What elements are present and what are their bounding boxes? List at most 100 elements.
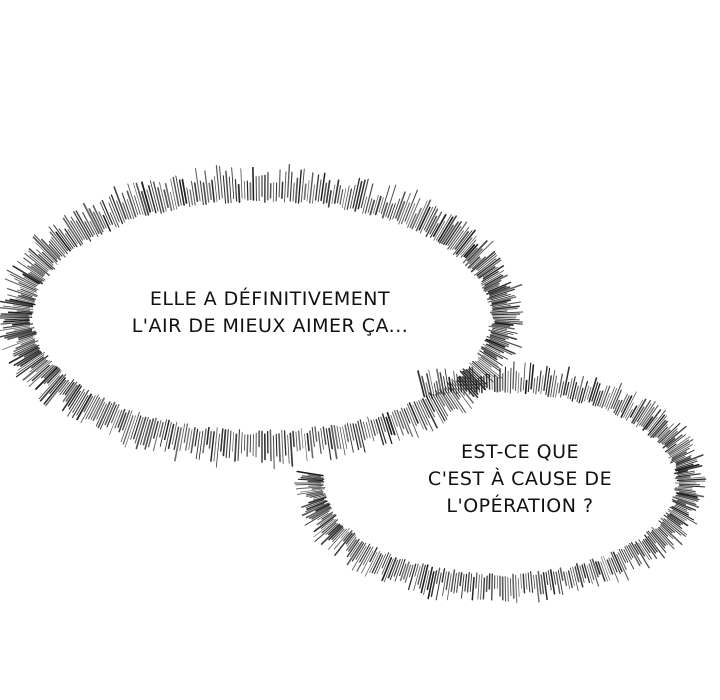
hatch-stroke xyxy=(360,178,369,209)
hatch-stroke xyxy=(507,370,509,393)
hatch-stroke xyxy=(670,456,686,464)
hatch-stroke xyxy=(359,419,366,441)
hatch-stroke xyxy=(306,492,324,498)
hatch-stroke xyxy=(320,518,334,529)
hatch-stroke xyxy=(638,542,650,561)
hatch-stroke xyxy=(477,574,480,600)
hatch-stroke xyxy=(64,228,78,248)
hatch-stroke xyxy=(127,183,139,216)
hatch-stroke xyxy=(305,505,330,519)
hatch-stroke xyxy=(214,175,218,203)
hatch-stroke xyxy=(658,422,681,444)
hatch-stroke xyxy=(32,236,58,263)
hatch-stroke xyxy=(61,383,81,412)
hatch-stroke xyxy=(488,325,508,330)
hatch-stroke xyxy=(400,407,414,438)
hatch-stroke xyxy=(312,495,327,501)
hatch-stroke xyxy=(95,403,107,427)
hatch-stroke xyxy=(3,319,31,323)
hatch-stroke xyxy=(29,359,47,373)
hatch-stroke xyxy=(472,256,486,270)
hatch-stroke xyxy=(352,423,360,451)
hatch-stroke xyxy=(59,381,70,396)
hatch-stroke xyxy=(215,165,221,200)
hatch-stroke xyxy=(570,567,575,586)
hatch-stroke xyxy=(228,430,232,459)
hatch-stroke xyxy=(306,491,324,496)
hatch-stroke xyxy=(33,234,58,260)
hatch-stroke xyxy=(487,292,508,301)
hatch-stroke xyxy=(225,428,229,459)
hatch-stroke xyxy=(669,506,695,521)
hatch-stroke xyxy=(425,215,438,238)
hatch-stroke xyxy=(385,416,393,436)
hatch-stroke xyxy=(460,235,477,256)
hatch-stroke xyxy=(677,465,703,473)
hatch-stroke xyxy=(159,182,167,212)
hatch-stroke xyxy=(560,381,564,398)
hatch-stroke xyxy=(305,499,327,509)
hatch-stroke xyxy=(676,473,701,478)
hatch-stroke xyxy=(522,362,526,391)
hatch-stroke xyxy=(372,194,379,214)
hatch-stroke xyxy=(88,208,103,235)
hatch-stroke xyxy=(11,322,31,326)
hatch-stroke xyxy=(351,545,367,571)
hatch-stroke xyxy=(76,393,92,421)
hatch-stroke xyxy=(234,179,238,202)
hatch-stroke xyxy=(674,463,694,471)
hatch-stroke xyxy=(142,419,152,446)
hatch-stroke xyxy=(234,433,238,462)
hatch-stroke xyxy=(346,538,360,558)
hatch-stroke xyxy=(657,426,668,438)
hatch-stroke xyxy=(240,432,243,454)
hatch-stroke xyxy=(62,379,75,395)
hatch-stroke xyxy=(0,325,31,331)
hatch-stroke xyxy=(67,385,82,407)
hatch-stroke xyxy=(80,395,96,424)
hatch-stroke xyxy=(591,558,599,578)
hatch-stroke xyxy=(460,574,465,599)
hatch-stroke xyxy=(579,565,585,583)
hatch-stroke xyxy=(13,340,39,353)
hatch-stroke xyxy=(8,346,39,364)
hatch-stroke xyxy=(489,334,506,341)
hatch-stroke xyxy=(292,430,295,448)
hatch-stroke xyxy=(378,197,384,213)
hatch-stroke xyxy=(537,570,542,595)
hatch-stroke xyxy=(429,211,443,235)
hatch-stroke xyxy=(441,568,446,583)
hatch-stroke xyxy=(134,417,144,444)
hatch-stroke xyxy=(482,274,508,289)
hatch-stroke xyxy=(308,496,327,504)
hatch-stroke xyxy=(88,397,101,420)
hatch-stroke xyxy=(130,411,140,440)
hatch-stroke xyxy=(650,419,667,438)
hatch-stroke xyxy=(20,286,35,293)
hatch-stroke xyxy=(346,188,353,210)
hatch-stroke xyxy=(215,433,220,468)
hatch-stroke xyxy=(469,258,482,269)
hatch-stroke xyxy=(652,420,669,439)
hatch-stroke xyxy=(18,295,35,302)
hatch-stroke xyxy=(315,503,331,512)
hatch-stroke xyxy=(40,365,55,379)
speech-line: L'OPÉRATION ? xyxy=(446,495,594,517)
hatch-stroke xyxy=(472,366,475,393)
hatch-stroke xyxy=(647,535,665,559)
hatch-stroke xyxy=(213,427,218,462)
hatch-stroke xyxy=(314,426,318,442)
hatch-stroke xyxy=(478,377,480,393)
hatch-stroke xyxy=(34,263,50,276)
hatch-stroke xyxy=(675,492,698,499)
hatch-stroke xyxy=(658,526,669,537)
hatch-stroke xyxy=(308,172,314,204)
hatch-stroke xyxy=(661,428,678,444)
hatch-stroke xyxy=(320,172,326,202)
hatch-stroke xyxy=(517,577,520,597)
hatch-stroke xyxy=(35,242,58,266)
hatch-stroke xyxy=(474,361,494,377)
hatch-stroke xyxy=(374,554,384,574)
hatch-stroke xyxy=(491,324,515,330)
